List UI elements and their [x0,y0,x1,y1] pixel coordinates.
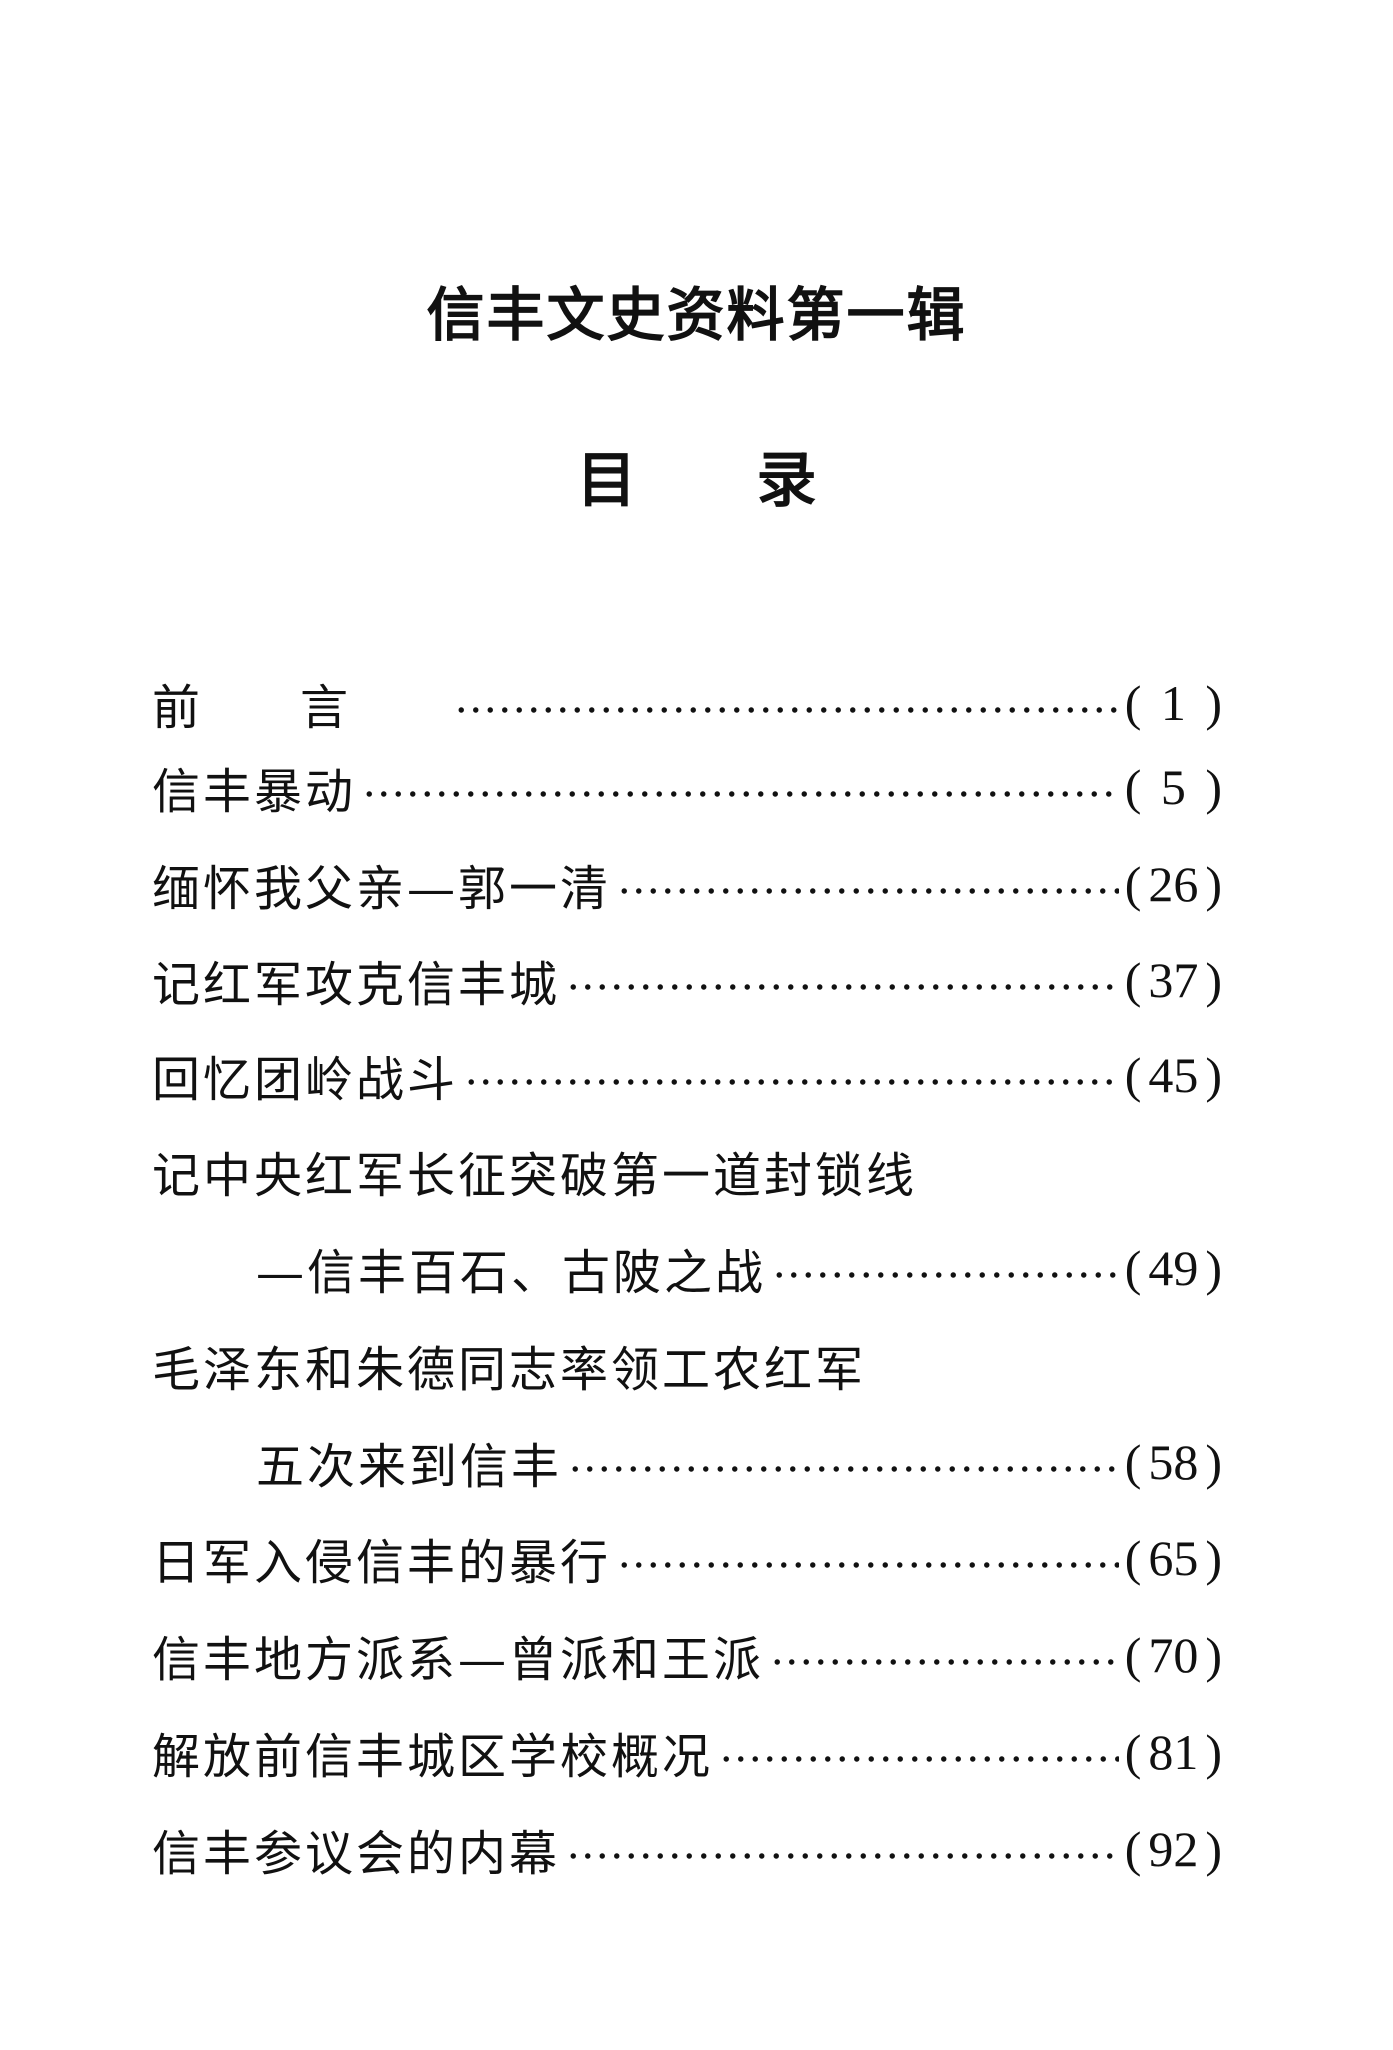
toc-page-number: (26) [1124,856,1222,912]
toc-entry: 毛泽东和朱德同志率领工农红军 [152,1330,1222,1400]
leader-dots [617,886,1119,896]
leader-dots [772,1270,1119,1280]
toc-entry: 日军入侵信丰的暴行 (65) [152,1523,1222,1593]
toc-entry: 记红军攻克信丰城 (37) [152,945,1222,1015]
leader-dots [719,1754,1119,1764]
toc-entry-title: 信丰地方派系—曾派和王派 [152,1632,765,1688]
toc-entry: 记中央红军长征突破第一道封锁线 [152,1136,1222,1206]
toc-entry: 信丰地方派系—曾派和王派 (70) [152,1620,1222,1690]
toc-page-number: (65) [1124,1530,1222,1586]
toc-entry: 信丰参议会的内幕 (92) [152,1814,1222,1884]
toc-entry-title: 日军入侵信丰的暴行 [152,1535,612,1591]
leader-dots [617,1560,1119,1570]
toc-page-number: (81) [1124,1724,1222,1780]
toc-entry: 缅怀我父亲—郭一清 (26) [152,849,1222,919]
toc-entry: 信丰暴动 (5) [152,752,1222,822]
toc-entry-title: 前言 [152,680,449,736]
toc-entry-title: 解放前信丰城区学校概况 [152,1729,714,1785]
leader-dots [566,982,1119,992]
leader-dots [568,1464,1119,1474]
toc-page-number: (5) [1124,759,1222,815]
leader-dots [770,1657,1119,1667]
toc-entry-subtitle: —信丰百石、古陂之战 [256,1245,767,1301]
leader-dots [454,705,1119,715]
toc-entry-title: 信丰参议会的内幕 [152,1826,561,1882]
toc-entry-title: 记中央红军长征突破第一道封锁线 [152,1148,918,1204]
toc-entry-title: 毛泽东和朱德同志率领工农红军 [152,1342,867,1398]
toc-entry-title: 信丰暴动 [152,764,357,820]
leader-dots [566,1851,1119,1861]
toc-page-number: (70) [1124,1627,1222,1683]
toc-entry: 解放前信丰城区学校概况 (81) [152,1717,1222,1787]
leader-dots [362,789,1119,799]
toc-page-number: (45) [1124,1047,1222,1103]
toc-entry-title: 回忆团岭战斗 [152,1052,459,1108]
toc-entry-continuation: —信丰百石、古陂之战 (49) [152,1233,1222,1303]
toc-page-number: (37) [1124,952,1222,1008]
toc-page-number: (1) [1124,675,1222,731]
toc-heading: 目录 [0,432,1393,519]
toc-entry-continuation: 五次来到信丰 (58) [152,1427,1222,1497]
toc-page-number: (58) [1124,1434,1222,1490]
toc-entry: 回忆团岭战斗 (45) [152,1040,1222,1110]
toc-entry-title: 记红军攻克信丰城 [152,957,561,1013]
toc-page-number: (92) [1124,1821,1222,1877]
leader-dots [464,1077,1119,1087]
toc-heading-char: 录 [756,446,817,516]
toc-entry-title: 缅怀我父亲—郭一清 [152,861,612,917]
toc-page-number: (49) [1124,1240,1222,1296]
toc-entry-subtitle: 五次来到信丰 [256,1439,563,1495]
toc-heading-char: 目 [576,446,637,516]
toc-entry: 前言 (1) [152,668,1222,738]
document-title: 信丰文史资料第一辑 [426,281,967,349]
